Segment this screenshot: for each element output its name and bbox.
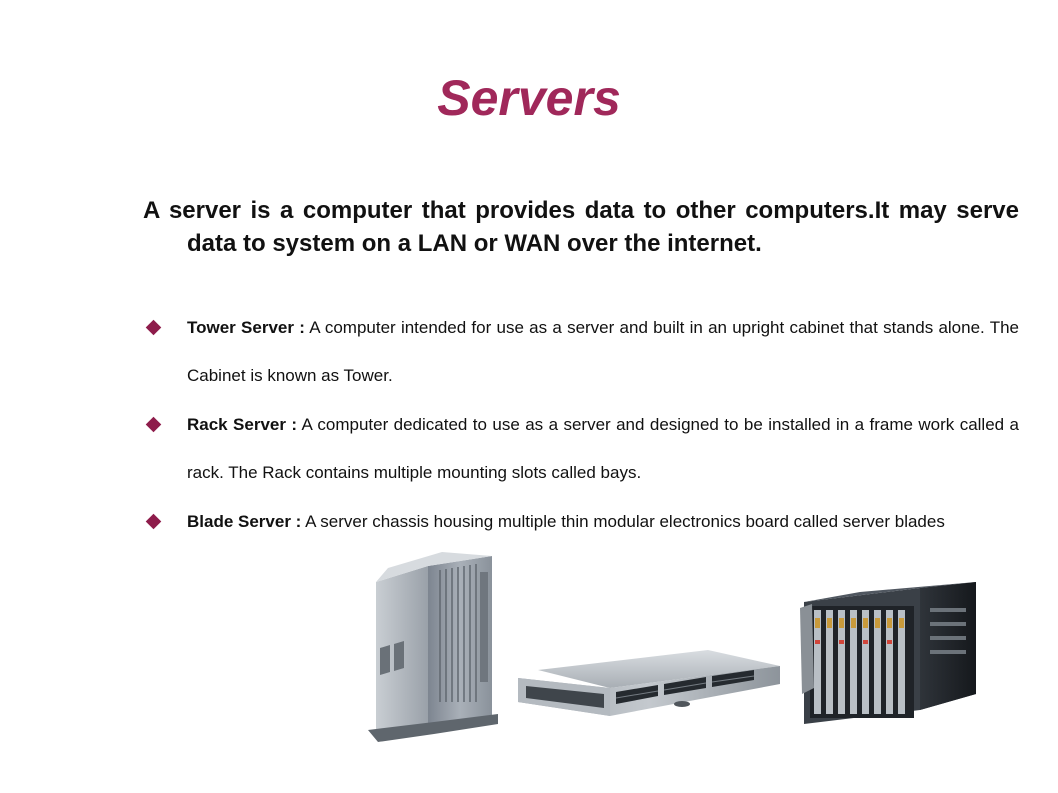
diamond-bullet-icon	[145, 319, 162, 336]
bullet-term: Rack Server :	[187, 415, 298, 434]
bullet-term: Blade Server :	[187, 512, 302, 531]
bullet-text: A computer dedicated to use as a server …	[187, 415, 1019, 482]
bullet-text: A computer intended for use as a server …	[187, 318, 1019, 385]
bullet-text: A server chassis housing multiple thin m…	[301, 512, 945, 531]
bullet-term: Tower Server :	[187, 318, 305, 337]
tower-server-image	[368, 552, 498, 742]
diamond-bullet-icon	[145, 416, 162, 433]
bullet-rack-server: Rack Server : A computer dedicated to us…	[143, 401, 1019, 497]
rack-server-image	[518, 650, 780, 716]
diamond-bullet-icon	[145, 513, 162, 530]
slide-title: Servers	[437, 70, 621, 126]
bullet-list: Tower Server : A computer intended for u…	[143, 304, 1019, 546]
blade-server-image	[800, 582, 976, 724]
bullet-tower-server: Tower Server : A computer intended for u…	[143, 304, 1019, 400]
intro-paragraph: A server is a computer that provides dat…	[143, 197, 1019, 257]
bullet-blade-server: Blade Server : A server chassis housing …	[143, 498, 1019, 546]
